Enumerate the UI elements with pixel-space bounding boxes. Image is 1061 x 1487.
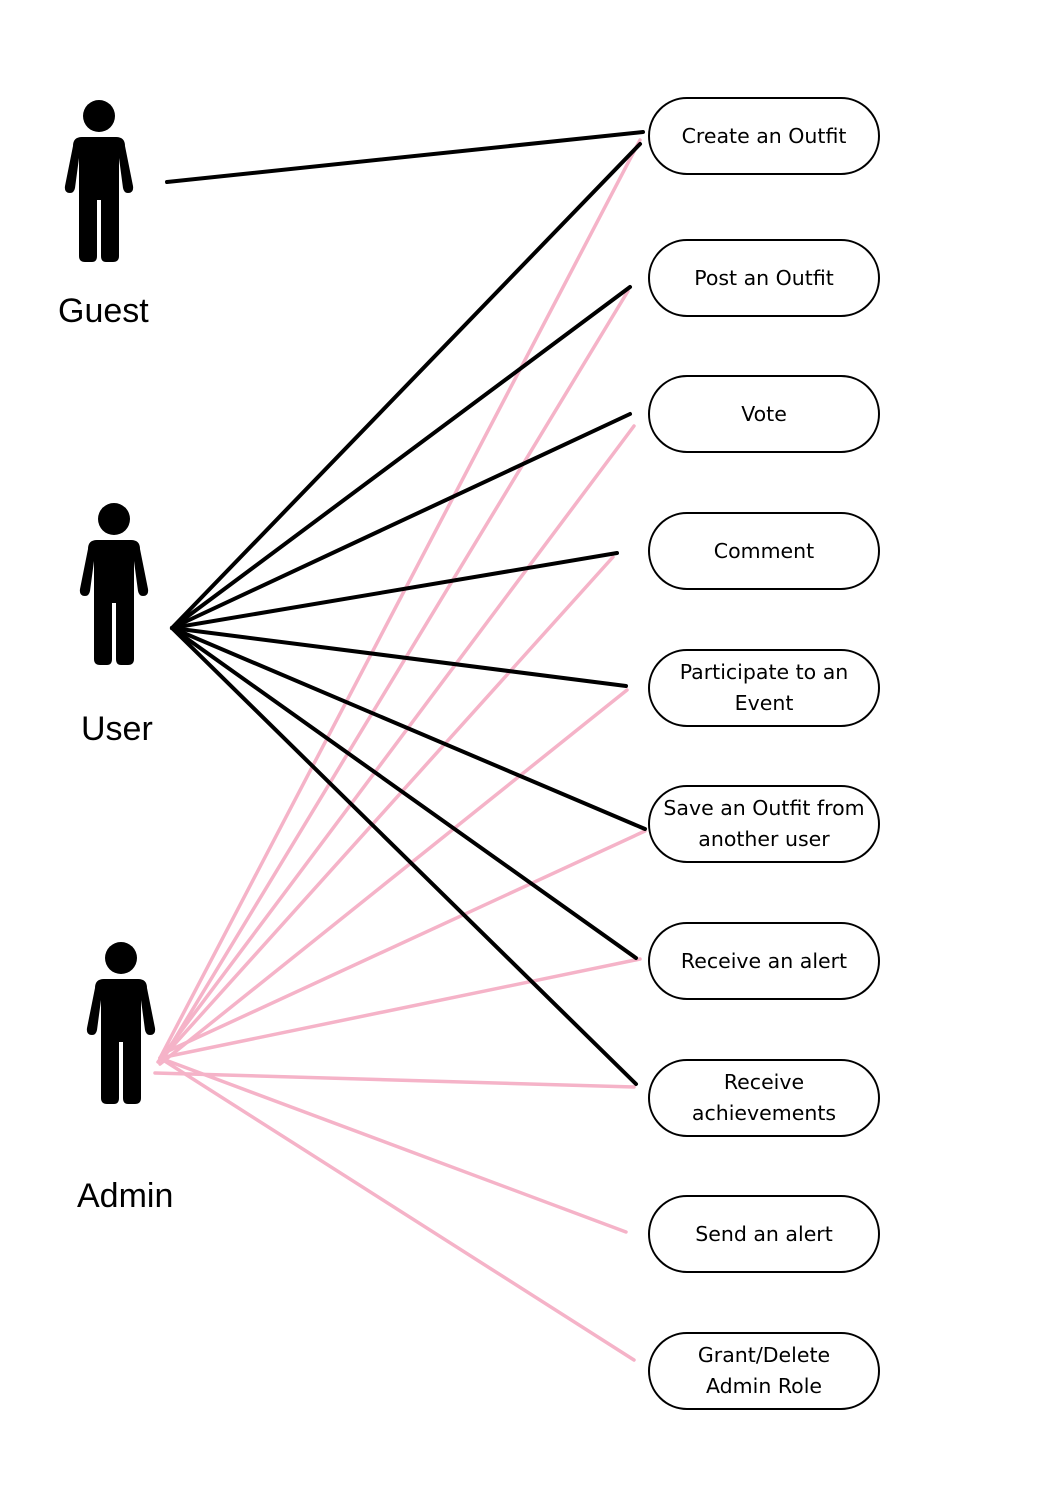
actor-head [98, 503, 130, 535]
use-case-receive-achievements: Receive achievements [648, 1059, 880, 1137]
actor-label-guest: Guest [58, 292, 149, 330]
admin-to-create-outfit-line [158, 138, 642, 1060]
admin-to-comment-line [162, 555, 615, 1058]
use-case-label: Participate to an Event [679, 660, 849, 715]
use-case-label: Post an Outfit [694, 265, 834, 290]
use-case-label: Create an Outfit [681, 123, 847, 148]
use-case-send-alert: Send an alert [648, 1195, 880, 1273]
guest-actor-icon [64, 100, 134, 262]
use-case-label: Receive achievements [691, 1070, 837, 1125]
user-to-receive-alert-line [170, 626, 638, 960]
use-case-label: Receive an alert [680, 948, 848, 973]
user-association-lines [170, 142, 647, 1086]
user-to-receive-achievements-line [170, 626, 638, 1086]
actor-body [86, 979, 156, 1104]
use-case-save-outfit: Save an Outfit from another user [648, 785, 880, 863]
actor-label-user: User [81, 710, 153, 748]
user-to-participate-event-line [170, 626, 628, 688]
admin-to-vote-line [156, 424, 636, 1064]
guest-to-create-outfit-line [165, 130, 645, 184]
admin-to-receive-alert-line [158, 957, 642, 1060]
use-case-grant-admin: Grant/Delete Admin Role [648, 1332, 880, 1410]
user-actor-icon [79, 503, 149, 665]
admin-to-save-outfit-line [164, 829, 647, 1054]
guest-association-lines [165, 130, 645, 184]
actor-head [83, 100, 115, 132]
user-to-post-outfit-line [170, 285, 632, 630]
use-case-label: Vote [741, 401, 787, 426]
actor-body [79, 540, 149, 665]
use-case-label: Save an Outfit from another user [663, 796, 865, 851]
use-case-participate-event: Participate to an Event [648, 649, 880, 727]
admin-to-post-outfit-line [160, 289, 630, 1062]
use-case-label: Comment [713, 538, 815, 563]
use-case-label: Grant/Delete Admin Role [697, 1343, 831, 1398]
user-to-comment-line [170, 551, 619, 630]
admin-association-lines [153, 138, 647, 1362]
admin-to-send-alert-line [158, 1056, 628, 1234]
user-to-create-outfit-line [170, 142, 642, 630]
user-to-vote-line [170, 412, 632, 630]
use-case-create-outfit: Create an Outfit [648, 97, 880, 175]
admin-actor-icon [86, 942, 156, 1104]
use-case-post-outfit: Post an Outfit [648, 239, 880, 317]
actor-label-admin: Admin [77, 1177, 174, 1215]
use-case-label: Send an alert [695, 1221, 833, 1246]
use-case-vote: Vote [648, 375, 880, 453]
use-case-comment: Comment [648, 512, 880, 590]
user-to-save-outfit-line [170, 626, 647, 831]
actor-head [105, 942, 137, 974]
actor-body [64, 137, 134, 262]
admin-to-grant-admin-line [158, 1056, 636, 1362]
admin-to-participate-event-line [158, 688, 629, 1066]
admin-to-receive-achievements-line [153, 1071, 636, 1089]
use-case-receive-alert: Receive an alert [648, 922, 880, 1000]
